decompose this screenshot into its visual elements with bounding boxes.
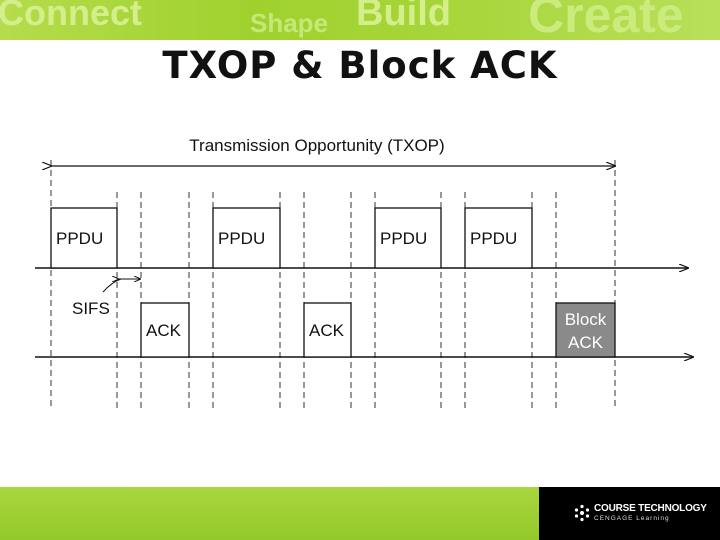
block-ack-label-line2: ACK — [568, 333, 604, 352]
banner-word-shape: Shape — [250, 8, 329, 38]
ack-frame — [303, 302, 352, 358]
ppdu-label: PPDU — [218, 229, 265, 248]
ack-label: ACK — [146, 321, 182, 340]
banner-word-connect: Connect — [0, 0, 142, 33]
sifs-pointer — [102, 278, 122, 293]
txop-diagram: Transmission Opportunity (TXOP) PPDU PPD… — [35, 136, 720, 408]
ppdu-label: PPDU — [470, 229, 517, 248]
brand-tagline: CENGAGE Learning — [594, 515, 670, 522]
ack-frame — [140, 302, 190, 358]
slide-title: TXOP & Block ACK — [162, 44, 558, 87]
footer-bar: COURSE TECHNOLOGY CENGAGE Learning — [0, 487, 720, 540]
top-banner: Connect Shape Build Create — [0, 0, 720, 40]
ppdu-frame — [50, 207, 118, 269]
cengage-logo-icon — [574, 504, 590, 522]
ppdu-frame — [374, 207, 442, 269]
txop-span-label: Transmission Opportunity (TXOP) — [189, 136, 444, 155]
block-ack-label-line1: Block — [565, 310, 607, 329]
brand-name: COURSE TECHNOLOGY — [594, 503, 707, 514]
banner-word-build: Build — [356, 0, 451, 34]
block-ack-frame — [555, 302, 616, 358]
ppdu-frame — [464, 207, 533, 269]
ppdu-label: PPDU — [56, 229, 103, 248]
ppdu-label: PPDU — [380, 229, 427, 248]
ack-label: ACK — [309, 321, 345, 340]
timing-guides — [50, 160, 616, 408]
publisher-brand: COURSE TECHNOLOGY CENGAGE Learning — [539, 487, 720, 540]
ppdu-frame — [212, 207, 281, 269]
sifs-label: SIFS — [72, 299, 110, 318]
banner-word-create: Create — [528, 0, 684, 40]
